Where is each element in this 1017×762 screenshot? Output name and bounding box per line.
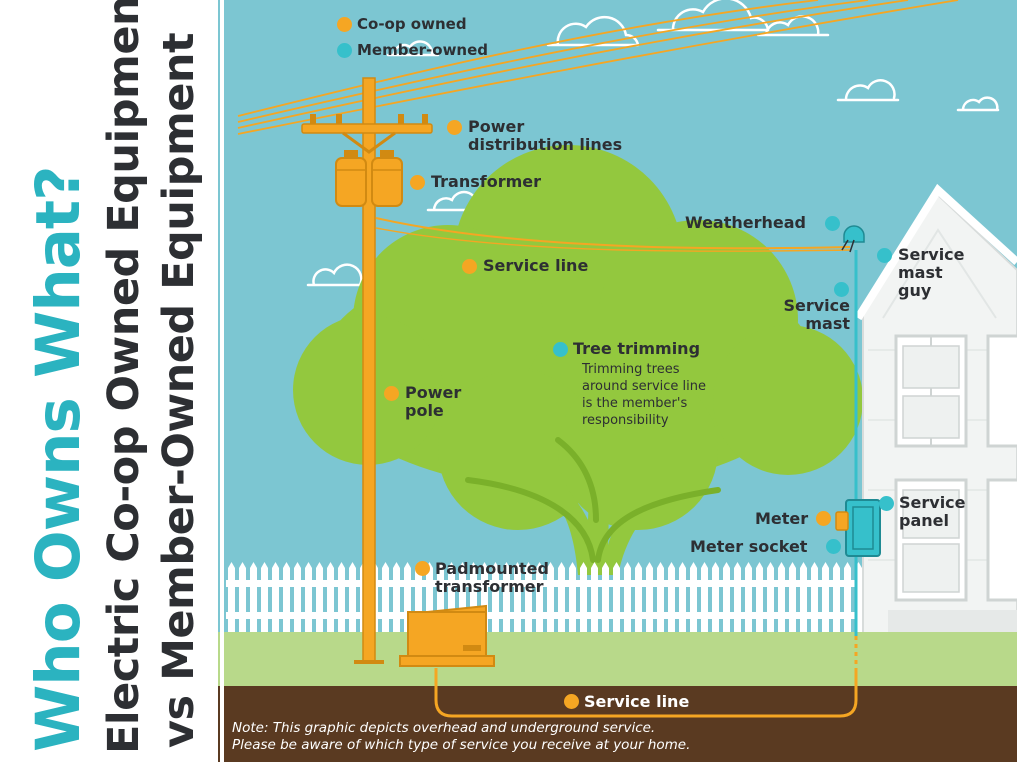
fence-picket bbox=[679, 562, 686, 640]
meter-socket-label: Meter socket bbox=[690, 537, 808, 556]
fence-picket bbox=[536, 562, 543, 640]
fence-picket bbox=[789, 562, 796, 640]
fence-picket bbox=[712, 562, 719, 640]
soil bbox=[218, 686, 1017, 762]
power-pole-label: Power pole bbox=[405, 383, 462, 420]
service-line-underground-label: Service line bbox=[584, 692, 690, 711]
legend-coop-dot bbox=[337, 17, 352, 32]
fence-picket bbox=[613, 562, 620, 640]
padmounted-transformer bbox=[399, 604, 495, 667]
subtitle-line-2: vs Member-Owned Equipment bbox=[154, 32, 204, 748]
fence-picket bbox=[591, 562, 598, 640]
fence-picket bbox=[624, 562, 631, 640]
legend-member-label: Member-owned bbox=[357, 41, 489, 59]
legend-coop-label: Co-op owned bbox=[357, 15, 467, 33]
fence-picket bbox=[690, 562, 697, 640]
service-panel-dot bbox=[879, 496, 894, 511]
fence-picket bbox=[778, 562, 785, 640]
fence-picket bbox=[338, 562, 345, 640]
fence-picket bbox=[833, 562, 840, 640]
title-panel: Who Owns What? Electric Co-op Owned Equi… bbox=[0, 0, 218, 762]
fence-picket bbox=[822, 562, 829, 640]
weatherhead-dot bbox=[825, 216, 840, 231]
fence-picket bbox=[283, 562, 290, 640]
power-pole-dot bbox=[384, 386, 399, 401]
footnote: Note: This graphic depicts overhead and … bbox=[232, 720, 691, 753]
fence-picket bbox=[316, 562, 323, 640]
subtitle-line-1: Electric Co-op Owned Equipment bbox=[99, 0, 149, 754]
fence-picket bbox=[250, 562, 257, 640]
house bbox=[854, 183, 1017, 641]
fence-picket bbox=[701, 562, 708, 640]
fence-picket bbox=[349, 562, 356, 640]
fence-picket bbox=[811, 562, 818, 640]
fence-picket bbox=[580, 562, 587, 640]
main-title: Who Owns What? bbox=[23, 166, 94, 752]
fence-picket bbox=[800, 562, 807, 640]
fence-picket bbox=[514, 562, 521, 640]
service-panel-label: Service panel bbox=[899, 493, 966, 530]
fence-picket bbox=[547, 562, 554, 640]
meter-dot bbox=[816, 511, 831, 526]
legend-member-dot bbox=[337, 43, 352, 58]
power-lines-dot bbox=[447, 120, 462, 135]
fence-picket bbox=[382, 562, 389, 640]
fence-picket bbox=[239, 562, 246, 640]
fence-picket bbox=[844, 562, 851, 640]
transformer-label: Transformer bbox=[431, 172, 542, 191]
fence-picket bbox=[294, 562, 301, 640]
fence-picket bbox=[602, 562, 609, 640]
fence-picket bbox=[657, 562, 664, 640]
power-lines-label: Power distribution lines bbox=[468, 117, 623, 154]
tree-trimming-description: Trimming trees around service line is th… bbox=[582, 362, 707, 428]
fence-picket bbox=[745, 562, 752, 640]
padmounted-transformer-dot bbox=[415, 561, 430, 576]
service-mast-label: Service mast bbox=[783, 296, 850, 333]
grass bbox=[218, 632, 1017, 688]
service-line-underground-dot bbox=[564, 694, 579, 709]
service-line-overhead-dot bbox=[462, 259, 477, 274]
service-mast-dot bbox=[834, 282, 849, 297]
underground-service-line bbox=[434, 668, 858, 718]
fence-picket bbox=[734, 562, 741, 640]
fence-picket bbox=[569, 562, 576, 640]
service-mast-guy-dot bbox=[877, 248, 892, 263]
pole-transformers bbox=[335, 150, 403, 207]
tree bbox=[293, 145, 863, 575]
fence-picket bbox=[756, 562, 763, 640]
fence-picket bbox=[767, 562, 774, 640]
padmounted-transformer-label: Padmounted transformer bbox=[435, 559, 549, 596]
fence-picket bbox=[723, 562, 730, 640]
fence-picket bbox=[305, 562, 312, 640]
fence-picket bbox=[558, 562, 565, 640]
fence-picket bbox=[668, 562, 675, 640]
fence-picket bbox=[261, 562, 268, 640]
meter-assembly bbox=[835, 499, 881, 557]
transformer-dot bbox=[410, 175, 425, 190]
power-distribution-lines bbox=[237, 0, 959, 135]
fence-picket bbox=[503, 562, 510, 640]
scene-illustration bbox=[218, 0, 1017, 762]
tree-trimming-label: Tree trimming bbox=[573, 339, 701, 358]
fence-picket bbox=[393, 562, 400, 640]
fence-picket bbox=[492, 562, 499, 640]
meter-socket-dot bbox=[826, 539, 841, 554]
fence-picket bbox=[646, 562, 653, 640]
fence-picket bbox=[525, 562, 532, 640]
service-mast-guy-label: Service mast guy bbox=[898, 245, 965, 300]
service-line-overhead-label: Service line bbox=[483, 256, 589, 275]
meter-label: Meter bbox=[755, 509, 809, 528]
tree-trimming-dot bbox=[553, 342, 568, 357]
power-pole bbox=[301, 77, 433, 664]
service-mast bbox=[841, 225, 865, 636]
fence-picket bbox=[228, 562, 235, 640]
fence-picket bbox=[327, 562, 334, 640]
weatherhead-label: Weatherhead bbox=[685, 213, 806, 232]
overhead-service-line bbox=[375, 217, 851, 250]
fence-picket bbox=[635, 562, 642, 640]
fence-picket bbox=[272, 562, 279, 640]
